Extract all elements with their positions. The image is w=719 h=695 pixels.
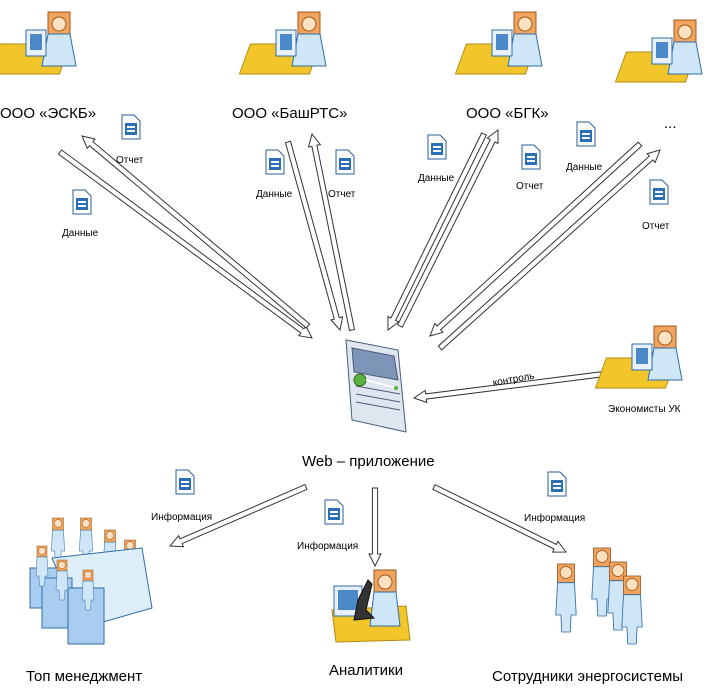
bashrts-data-arrow (284, 140, 344, 332)
more-workstation-icon (614, 19, 703, 83)
staff-label: Сотрудники энергосистемы (492, 668, 684, 685)
bgk-label: ООО «БГК» (466, 105, 549, 122)
bashrts-report-label: Отчет (328, 189, 356, 200)
eskb-data-label: Данные (62, 228, 99, 239)
info-top-arrow (168, 483, 308, 548)
bgk-workstation-icon (454, 11, 543, 75)
info-analysts-arrow (368, 487, 382, 568)
more-report-label: Отчет (642, 221, 670, 232)
eskb-report-arrow (81, 135, 311, 329)
info-staff-arrow (432, 484, 567, 553)
info-doc-icon (324, 499, 344, 525)
top-management-meeting-icon (29, 517, 153, 645)
eskb-report-label: Отчет (116, 155, 144, 166)
economists-workstation-icon (594, 325, 683, 389)
more-label: ... (664, 115, 677, 132)
report-doc-icon (649, 179, 669, 205)
data-doc-icon (576, 121, 596, 147)
bgk-data-label: Данные (418, 173, 455, 184)
info-top-label: Информация (151, 512, 213, 523)
info-doc-icon (175, 469, 195, 495)
eskb-label: ООО «ЭСКБ» (0, 105, 97, 122)
staff-group-icon (555, 547, 643, 645)
bashrts-report-arrow (307, 132, 356, 332)
data-doc-icon (427, 134, 447, 160)
info-analysts-label: Информация (297, 541, 359, 552)
eskb-data-arrow (57, 149, 313, 339)
economists-label: Экономисты УК (608, 404, 681, 415)
data-doc-icon (265, 149, 285, 175)
bashrts-workstation-icon (238, 11, 327, 75)
report-doc-icon (121, 114, 141, 140)
info-staff-label: Информация (524, 513, 586, 524)
analysts-lab-icon (331, 569, 411, 643)
info-doc-icon (547, 471, 567, 497)
more-data-label: Данные (566, 162, 603, 173)
report-doc-icon (521, 144, 541, 170)
top-management-label: Топ менеджмент (26, 668, 143, 685)
bashrts-data-label: Данные (256, 189, 293, 200)
data-doc-icon (72, 189, 92, 215)
analysts-label: Аналитики (329, 662, 403, 679)
more-data-arrow (429, 141, 643, 337)
bgk-report-label: Отчет (516, 181, 544, 192)
bgk-data-arrow (387, 132, 487, 331)
eskb-workstation-icon (0, 11, 77, 75)
bashrts-label: ООО «БашРТС» (232, 105, 348, 122)
flow-arrows (57, 129, 661, 568)
web-app-icon (345, 339, 407, 433)
more-report-arrow (437, 149, 661, 351)
web-app-label: Web – приложение (302, 453, 435, 470)
bgk-report-arrow (397, 129, 499, 328)
report-doc-icon (335, 149, 355, 175)
